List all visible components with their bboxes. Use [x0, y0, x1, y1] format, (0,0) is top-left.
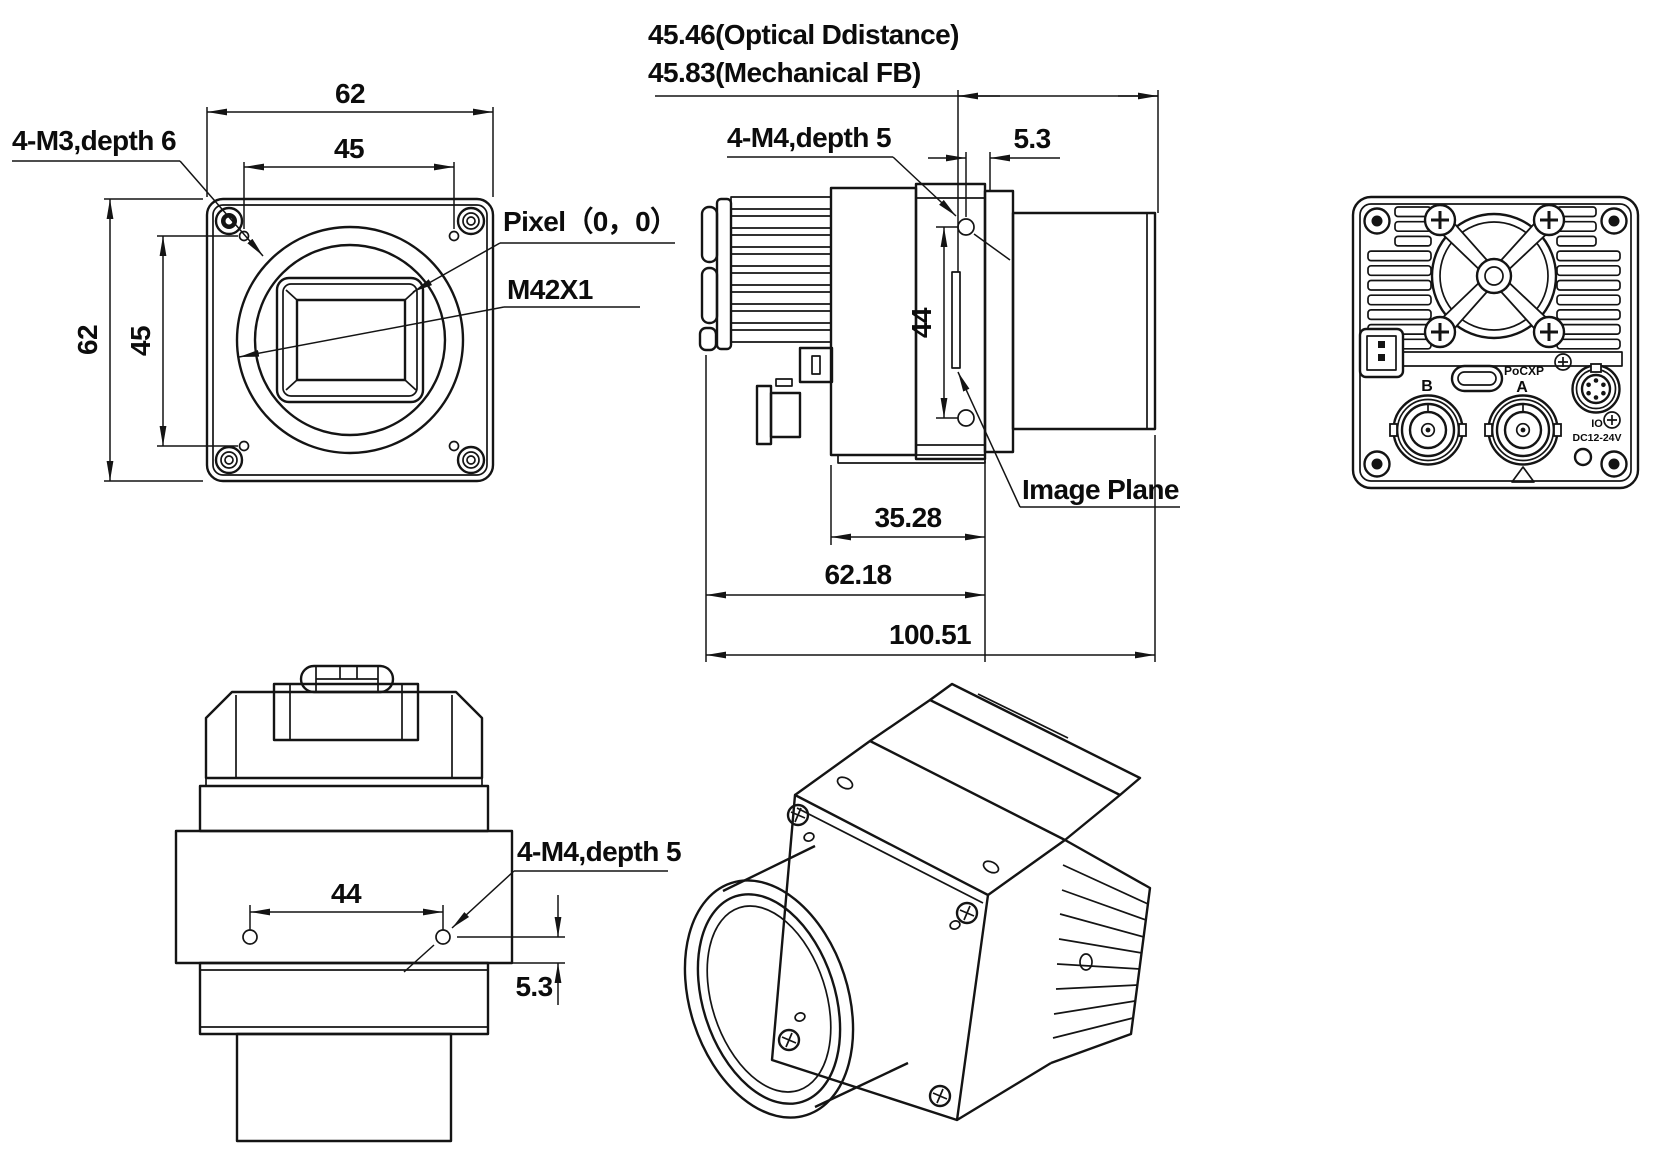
front-dim-width-label: 62	[335, 78, 365, 109]
bottom-step-side	[837, 454, 986, 464]
mount-thread-callout: M42X1	[238, 274, 640, 358]
bnc-b-label: B	[1421, 378, 1433, 395]
power-label: DC12-24V	[1572, 432, 1621, 444]
top-dim-holes: 44	[249, 878, 444, 930]
image-plane-label: Image Plane	[1022, 474, 1179, 505]
two-pin-connector-icon	[1358, 327, 1405, 379]
side-dim-optical: 45.46(Optical Ddistance) 45.83(Mechanica…	[648, 19, 1159, 272]
front-dim-height: 62	[72, 198, 203, 482]
mount-flange-side	[983, 189, 1015, 454]
side-screw-callout: 4-M4,depth 5	[727, 122, 1011, 261]
led-indicator-icon	[1573, 447, 1593, 467]
top-dim-offset-label: 5.3	[515, 971, 552, 1002]
lens-mount-tube-side	[1011, 211, 1157, 431]
front-dim-inner-height: 45	[125, 235, 238, 447]
top-dim-offset: 5.3	[457, 895, 565, 1005]
side-dim-overall: 100.51	[706, 435, 1156, 662]
iso-side-nub	[1079, 953, 1093, 971]
top-m4-hole-left	[242, 929, 258, 945]
sensor-active-area	[295, 298, 407, 382]
io-label: IO	[1591, 418, 1603, 430]
lens-mount-thread-circle	[253, 243, 447, 437]
side-dim-overall-label: 100.51	[889, 619, 971, 650]
side-dim-front-block: 35.28	[830, 461, 986, 662]
side-dim-mechanical-label: 45.83(Mechanical FB)	[648, 57, 921, 88]
side-dim-front-block-label: 35.28	[874, 502, 941, 533]
image-plane-callout: Image Plane	[957, 371, 1180, 508]
top-view: 44 4-M4,depth 5 5.3	[174, 664, 682, 1143]
usb-c-connector-icon	[1450, 364, 1504, 393]
front-dim-inner-height-label: 45	[125, 326, 156, 356]
iso-lens	[683, 844, 909, 1119]
top-dim-holes-label: 44	[331, 878, 362, 909]
rear-corner-screw-icon	[1363, 207, 1628, 478]
pixel-origin-callout: Pixel（0，0）	[412, 205, 678, 293]
m4-hole-bottom	[957, 409, 975, 427]
sensor-package	[275, 276, 425, 404]
image-plane-slit	[951, 271, 961, 369]
side-dim-body-label: 62.18	[824, 559, 891, 590]
top-connector-block	[272, 682, 420, 742]
mount-thread-label: M42X1	[507, 274, 593, 305]
bnc-connector-b	[1389, 394, 1467, 466]
front-panel-outline	[205, 197, 495, 483]
m4-hole-top	[957, 218, 975, 236]
isometric-view	[683, 682, 1152, 1122]
m3-hole-icon	[238, 230, 460, 452]
side-dim-optical-label: 45.46(Optical Ddistance)	[648, 19, 959, 50]
side-dim-offset-label: 5.3	[1013, 123, 1050, 154]
fan-icon	[1423, 203, 1566, 349]
top-latch	[299, 664, 395, 694]
pocxp-label: PoCXP	[1504, 364, 1544, 378]
front-dim-height-label: 62	[72, 325, 103, 355]
front-dim-inner-width: 45	[243, 133, 455, 229]
front-screw-callout-label: 4-M3,depth 6	[12, 125, 176, 156]
top-body-section	[198, 784, 490, 833]
pixel-origin-label: Pixel（0，0）	[503, 205, 678, 237]
front-dim-width: 62	[206, 78, 494, 197]
jack-screw-icon	[1554, 353, 1621, 429]
iso-back-block	[869, 682, 1142, 841]
front-view: 62 45 62 45 4-M3,depth 6 Pixel（0，0）	[12, 78, 678, 483]
front-screw-callout: 4-M3,depth 6	[12, 125, 264, 257]
side-dim-holes-label: 44	[906, 307, 937, 338]
fan-housing-side	[698, 197, 733, 352]
bnc-a-label: A	[1516, 379, 1528, 396]
top-screw-callout: 4-M4,depth 5	[403, 836, 682, 973]
fan-screw-icon	[1423, 203, 1566, 349]
iso-plate-screw-icon	[777, 803, 979, 1108]
rear-view: B A PoCXP IO DC12-24V	[1351, 195, 1640, 490]
top-front-plate	[198, 961, 490, 1036]
side-view: 45.46(Optical Ddistance) 45.83(Mechanica…	[648, 19, 1180, 662]
camera-body-side	[829, 186, 918, 457]
side-screw-callout-label: 4-M4,depth 5	[727, 122, 891, 153]
iso-heatsink	[1050, 838, 1152, 1065]
front-dim-inner-width-label: 45	[334, 133, 364, 164]
top-screw-callout-label: 4-M4,depth 5	[517, 836, 681, 867]
side-dim-offset: 5.3	[928, 123, 1060, 217]
bnc-connector-a	[1484, 394, 1562, 483]
io-circular-connector-icon	[1554, 353, 1621, 429]
side-dim-body: 62.18	[705, 355, 985, 662]
top-back-block	[204, 690, 484, 780]
orientation-triangle-icon	[1511, 466, 1535, 483]
rear-panel-outline	[1351, 195, 1640, 490]
top-m4-hole-right	[435, 929, 451, 945]
front-panel-inner-line	[212, 204, 488, 476]
iso-front-plate	[770, 793, 990, 1122]
bnc-connector-side	[755, 346, 834, 446]
heatsink-fins-side	[730, 196, 832, 343]
lens-mount-outer-circle	[235, 225, 465, 455]
iso-top-face	[794, 739, 1067, 896]
top-lens-tube	[235, 1032, 453, 1143]
side-dim-holes: 44	[906, 226, 958, 419]
